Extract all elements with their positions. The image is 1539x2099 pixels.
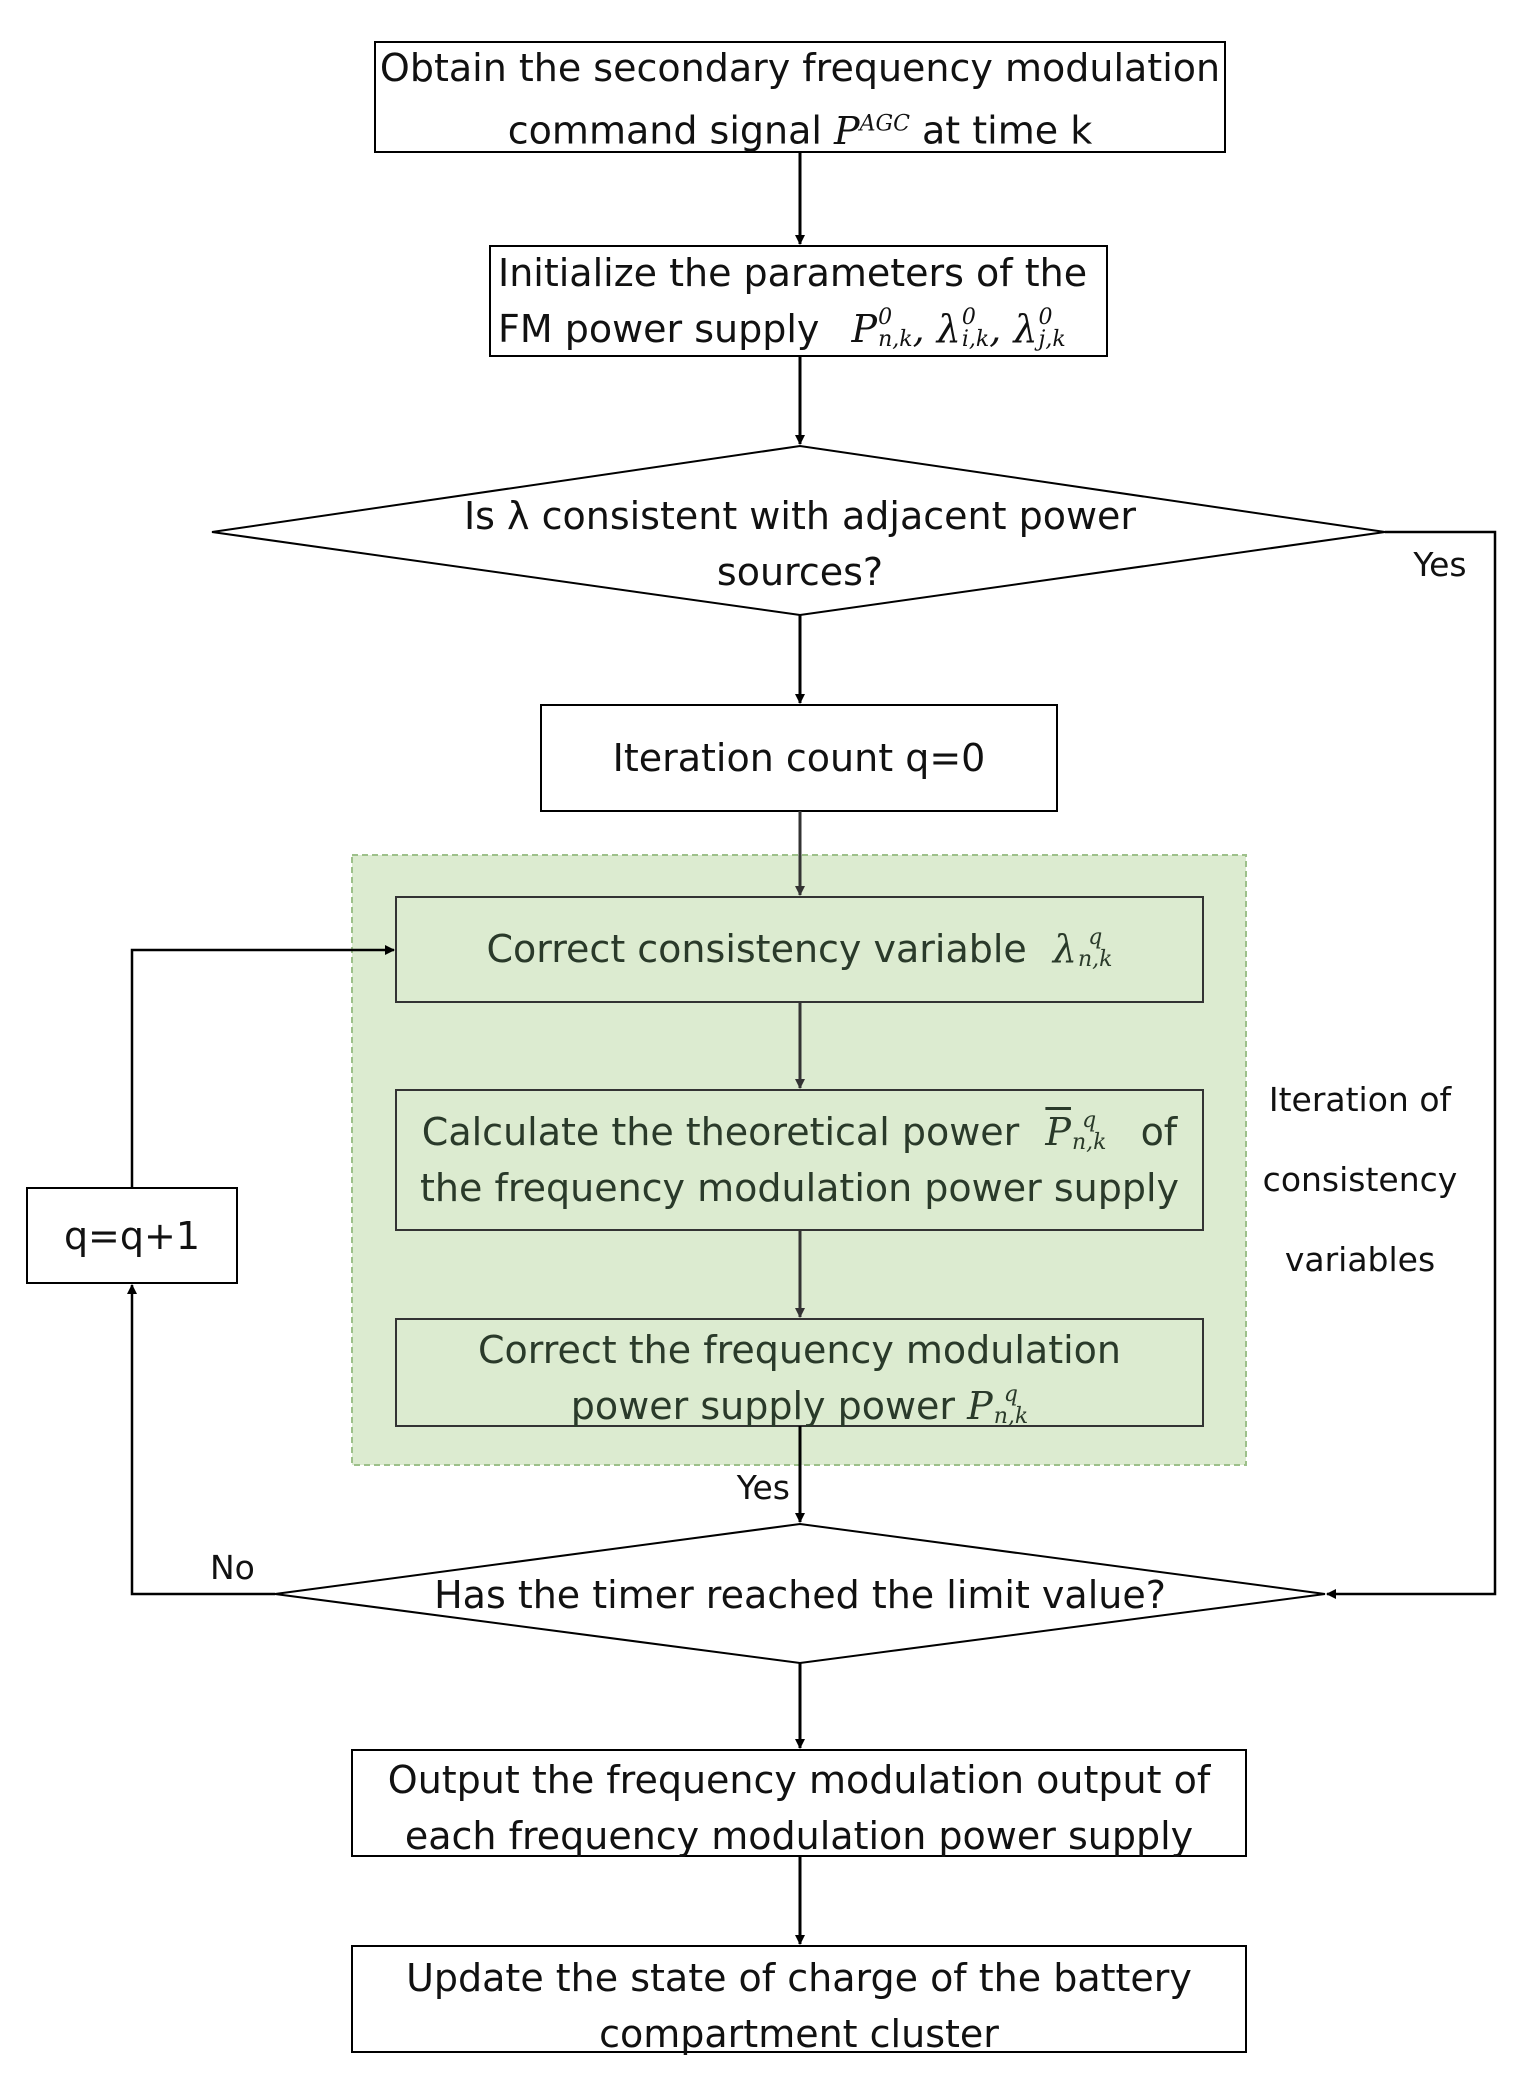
group-label: Iteration of consistency variables: [1250, 1060, 1470, 1300]
edge-label-yes-bottom: Yes: [736, 1468, 790, 1507]
initialize-line2-pre: FM power supply: [498, 307, 820, 351]
obtain-line1: Obtain the secondary frequency modulatio…: [379, 46, 1221, 90]
iteration-count-label: Iteration count q=0: [612, 736, 986, 780]
agc-symbol: PAGC: [834, 108, 910, 153]
iteration-count-box: [540, 704, 1058, 812]
increment-label: q=q+1: [63, 1214, 201, 1258]
obtain-label: Obtain the secondary frequency modulatio…: [375, 40, 1225, 159]
update-box: [351, 1945, 1247, 2053]
correct-power-line1: Correct the frequency modulation: [478, 1328, 1121, 1372]
edge-label-yes-right: Yes: [1413, 545, 1467, 584]
group-label-line1: Iteration of: [1268, 1080, 1452, 1119]
arrow-yes-bypass: [1326, 530, 1497, 1599]
edge-label-no-left: No: [210, 1548, 255, 1587]
consistency-decision-line1: Is λ consistent with adjacent power: [463, 494, 1137, 538]
group-label-line3: variables: [1284, 1240, 1436, 1279]
output-line1: Output the frequency modulation output o…: [387, 1758, 1211, 1802]
consistency-decision-label: Is λ consistent with adjacent power sour…: [300, 488, 1300, 600]
initialize-box: [489, 245, 1108, 357]
timer-decision-label: Has the timer reached the limit value?: [434, 1573, 1166, 1617]
output-label: Output the frequency modulation output o…: [352, 1752, 1246, 1864]
correct-consistency-text: Correct consistency variable: [486, 927, 1027, 971]
calculate-power-line1-pre: Calculate the theoretical power: [421, 1110, 1020, 1154]
obtain-line2-post: at time k: [922, 108, 1093, 153]
obtain-line2: command signal PAGC at time k: [375, 96, 1225, 159]
calculate-power-line1-post: of: [1140, 1110, 1178, 1154]
correct-power-box: [395, 1318, 1204, 1427]
obtain-line2-pre: command signal: [507, 108, 822, 153]
calculate-power-line2: the frequency modulation power supply: [420, 1166, 1179, 1210]
update-line2: compartment cluster: [599, 2012, 999, 2056]
arrow-increment-to-correct: [130, 945, 395, 1188]
initialize-line1: Initialize the parameters of the: [498, 251, 1088, 295]
correct-power-line2-pre: power supply power: [570, 1384, 956, 1428]
increment-box: [26, 1187, 238, 1284]
update-label: Update the state of charge of the batter…: [352, 1950, 1246, 2062]
arrow-no-to-increment: [127, 1284, 275, 1596]
calculate-power-box: [395, 1089, 1204, 1231]
group-label-line2: consistency: [1262, 1160, 1458, 1199]
timer-decision: [274, 1522, 1326, 1665]
output-box: [351, 1749, 1247, 1857]
output-line2: each frequency modulation power supply: [404, 1814, 1194, 1858]
initialize-label: Initialize the parameters of the FM powe…: [490, 245, 1115, 357]
obtain-signal-box: [374, 41, 1226, 153]
correct-power-label: Correct the frequency modulation power s…: [396, 1322, 1203, 1434]
consistency-decision-line2: sources?: [716, 550, 884, 594]
update-line1: Update the state of charge of the batter…: [406, 1956, 1192, 2000]
